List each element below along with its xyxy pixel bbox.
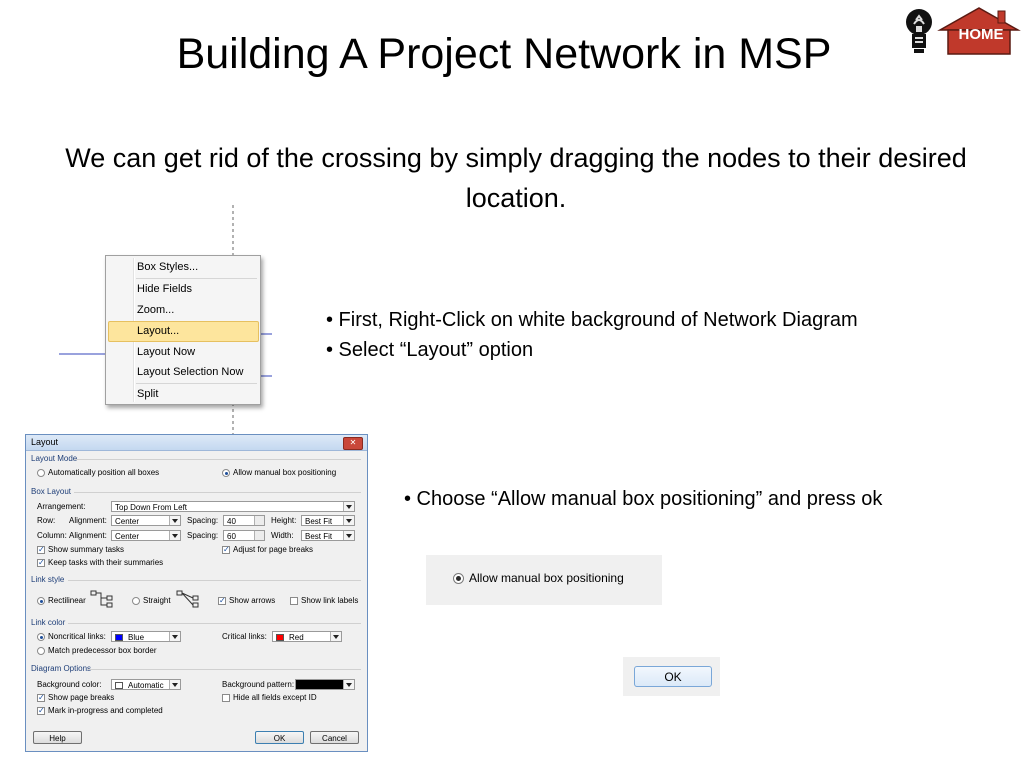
- checkbox-show-summary[interactable]: ✓: [37, 545, 45, 554]
- label-keep-tasks: Keep tasks with their summaries: [48, 558, 164, 567]
- label-column: Column:: [37, 531, 67, 540]
- label-manual-position-large: Allow manual box positioning: [469, 571, 624, 585]
- ok-button-large[interactable]: OK: [634, 666, 712, 687]
- checkbox-show-link-labels[interactable]: [290, 597, 298, 605]
- home-nav[interactable]: HOME: [902, 2, 1022, 58]
- select-arrangement[interactable]: Top Down From Left: [111, 501, 355, 512]
- label-bg-color: Background color:: [37, 680, 102, 689]
- select-width[interactable]: Best Fit: [301, 530, 355, 541]
- radio-auto-position[interactable]: [37, 469, 45, 477]
- help-button[interactable]: Help: [33, 731, 82, 744]
- label-row-spacing: Spacing:: [187, 516, 219, 525]
- select-column-alignment[interactable]: Center: [111, 530, 181, 541]
- checkbox-adjust-breaks[interactable]: ✓: [222, 545, 230, 554]
- select-noncritical-color[interactable]: Blue: [111, 631, 181, 642]
- menu-item-layout[interactable]: Layout...: [137, 325, 180, 337]
- critical-swatch: [276, 634, 284, 642]
- checkbox-mark-in-progress[interactable]: ✓: [37, 706, 45, 715]
- group-link-style: Link style: [31, 575, 65, 584]
- checkbox-show-arrows[interactable]: ✓: [218, 596, 226, 605]
- label-show-summary: Show summary tasks: [48, 545, 125, 554]
- input-row-spacing[interactable]: 40: [223, 515, 265, 526]
- checkbox-keep-tasks[interactable]: ✓: [37, 558, 45, 567]
- checkbox-hide-fields[interactable]: [222, 694, 230, 702]
- lightbulb-icon: [906, 9, 932, 53]
- bullet-select-layout: • Select “Layout” option: [326, 339, 534, 361]
- radio-noncritical[interactable]: [37, 633, 45, 641]
- bullet-right-click: • First, Right-Click on white background…: [326, 309, 858, 331]
- label-show-link-labels: Show link labels: [301, 596, 359, 605]
- menu-item-layout-now[interactable]: Layout Now: [137, 346, 196, 358]
- rectilinear-links-icon: [90, 590, 113, 608]
- menu-item-split[interactable]: Split: [137, 388, 159, 400]
- group-box-layout: Box Layout: [31, 487, 72, 496]
- label-row: Row:: [37, 516, 56, 525]
- cancel-button[interactable]: Cancel: [310, 731, 359, 744]
- label-critical: Critical links:: [222, 632, 267, 641]
- close-icon[interactable]: ✕: [343, 437, 363, 450]
- slide-subtitle: We can get rid of the crossing by simply…: [65, 143, 967, 213]
- bg-color-swatch: [115, 682, 123, 690]
- home-label: HOME: [958, 26, 1004, 43]
- ok-button[interactable]: OK: [255, 731, 304, 744]
- layout-dialog: Layout ✕ Layout Mode Automatically posit…: [25, 434, 368, 752]
- label-row-alignment: Alignment:: [69, 516, 107, 525]
- label-column-spacing: Spacing:: [187, 531, 219, 540]
- label-bg-pattern: Background pattern:: [222, 680, 295, 689]
- menu-item-hide-fields[interactable]: Hide Fields: [137, 283, 193, 295]
- label-noncritical: Noncritical links:: [48, 632, 106, 641]
- label-column-alignment: Alignment:: [69, 531, 107, 540]
- dialog-title: Layout: [31, 437, 59, 447]
- menu-item-box-styles[interactable]: Box Styles...: [137, 261, 199, 273]
- label-auto-position: Automatically position all boxes: [48, 468, 160, 477]
- label-show-arrows: Show arrows: [229, 596, 276, 605]
- label-manual-position: Allow manual box positioning: [233, 468, 337, 477]
- input-column-spacing[interactable]: 60: [223, 530, 265, 541]
- label-adjust-breaks: Adjust for page breaks: [233, 545, 314, 554]
- radio-straight[interactable]: [132, 597, 140, 605]
- home-icon[interactable]: [936, 6, 1022, 56]
- label-mark-in-progress: Mark in-progress and completed: [48, 706, 163, 715]
- menu-highlight: [108, 321, 259, 342]
- label-show-page-breaks: Show page breaks: [48, 693, 115, 702]
- bullet-choose-manual: • Choose “Allow manual box positioning” …: [404, 488, 883, 510]
- menu-item-layout-selection-now[interactable]: Layout Selection Now: [137, 366, 244, 378]
- select-bg-pattern[interactable]: [295, 679, 355, 690]
- radio-manual-position[interactable]: [222, 469, 230, 477]
- label-height: Height:: [271, 516, 297, 525]
- slide-title: Building A Project Network in MSP: [176, 30, 832, 78]
- ok-button-crop: OK: [623, 657, 720, 696]
- label-straight: Straight: [143, 596, 171, 605]
- manual-positioning-crop: Allow manual box positioning: [426, 555, 662, 605]
- group-link-color: Link color: [31, 618, 66, 627]
- context-menu: Box Styles... Hide Fields Zoom... Layout…: [105, 255, 261, 405]
- label-hide-fields: Hide all fields except ID: [233, 693, 317, 702]
- label-match-border: Match predecessor box border: [48, 646, 157, 655]
- checkbox-show-page-breaks[interactable]: ✓: [37, 693, 45, 702]
- group-diagram-options: Diagram Options: [31, 664, 92, 673]
- radio-match-border[interactable]: [37, 647, 45, 655]
- label-arrangement: Arrangement:: [37, 502, 86, 511]
- label-rectilinear: Rectilinear: [48, 596, 86, 605]
- label-width: Width:: [271, 531, 294, 540]
- dialog-titlebar: Layout ✕: [26, 435, 367, 451]
- menu-item-zoom[interactable]: Zoom...: [137, 304, 175, 316]
- group-layout-mode: Layout Mode: [31, 454, 78, 463]
- select-bg-color[interactable]: Automatic: [111, 679, 181, 690]
- noncritical-swatch: [115, 634, 123, 642]
- radio-rectilinear[interactable]: [37, 597, 45, 605]
- select-row-alignment[interactable]: Center: [111, 515, 181, 526]
- straight-links-icon: [176, 590, 199, 608]
- radio-manual-position-large[interactable]: [453, 573, 464, 584]
- select-critical-color[interactable]: Red: [272, 631, 342, 642]
- select-height[interactable]: Best Fit: [301, 515, 355, 526]
